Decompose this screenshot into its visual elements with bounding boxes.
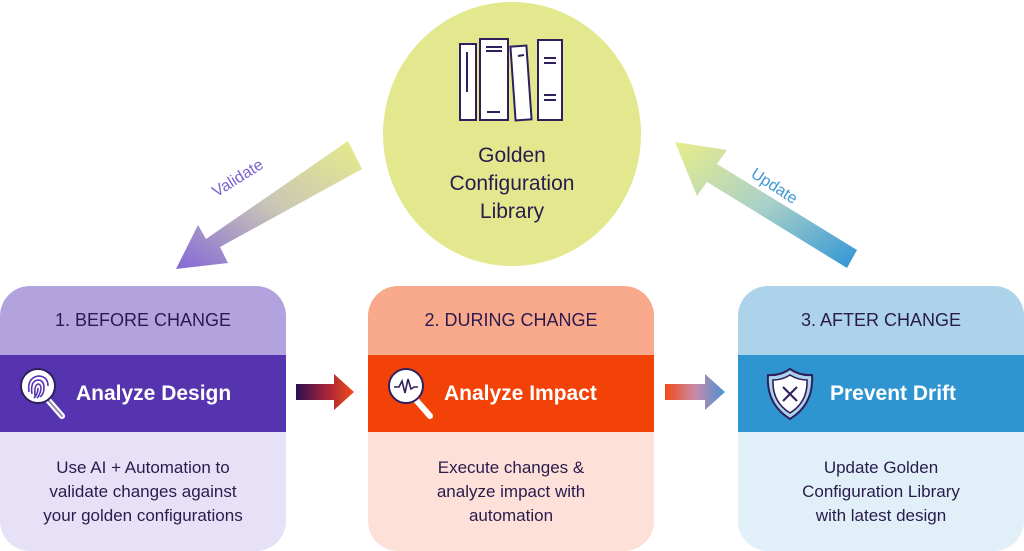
- stage-card-before-change: 1. BEFORE CHANGE Analyze Design Use AI +…: [0, 286, 286, 551]
- stage-title-band: Analyze Impact: [368, 355, 654, 432]
- stage-card-during-change: 2. DURING CHANGE Analyze Impact Execute …: [368, 286, 654, 551]
- library-title-line: Configuration: [449, 172, 575, 195]
- stage-title-band: Analyze Design: [0, 355, 286, 432]
- stage-title-band: Prevent Drift: [738, 355, 1024, 432]
- validate-arrow: [176, 141, 362, 269]
- stage-title: Analyze Design: [76, 381, 232, 405]
- description-line: analyze impact with: [436, 481, 586, 501]
- stage-description: Update Golden Configuration Library with…: [738, 432, 1024, 551]
- stage-card-after-change: 3. AFTER CHANGE Prevent Drift Update Gol…: [738, 286, 1024, 551]
- library-title: Golden Configuration Library: [383, 142, 641, 226]
- description-line: your golden configurations: [43, 505, 243, 525]
- stage-title: Prevent Drift: [830, 381, 957, 405]
- description-line: Configuration Library: [802, 481, 960, 501]
- description-line: Update Golden: [823, 457, 939, 477]
- flow-arrow-2-to-3: [665, 374, 725, 410]
- stage-header: 1. BEFORE CHANGE: [0, 286, 286, 355]
- flow-arrow-1-to-2: [296, 374, 354, 410]
- stage-description: Execute changes & analyze impact with au…: [368, 432, 654, 551]
- description-line: validate changes against: [49, 481, 237, 501]
- description-line: with latest design: [815, 505, 947, 525]
- description-line: automation: [468, 505, 554, 525]
- library-title-line: Library: [479, 200, 545, 223]
- stage-description: Use AI + Automation to validate changes …: [0, 432, 286, 551]
- stage-title: Analyze Impact: [444, 381, 597, 405]
- stage-header: 3. AFTER CHANGE: [738, 286, 1024, 355]
- pulse-search-icon: [388, 367, 433, 419]
- stage-header: 2. DURING CHANGE: [368, 286, 654, 355]
- shield-x-icon: [766, 367, 814, 420]
- update-arrow: [675, 142, 857, 268]
- library-title-line: Golden: [478, 144, 546, 167]
- description-line: Execute changes &: [437, 457, 585, 477]
- books-icon: [459, 38, 563, 122]
- fingerprint-search-icon: [20, 367, 65, 419]
- description-line: Use AI + Automation to: [56, 457, 230, 477]
